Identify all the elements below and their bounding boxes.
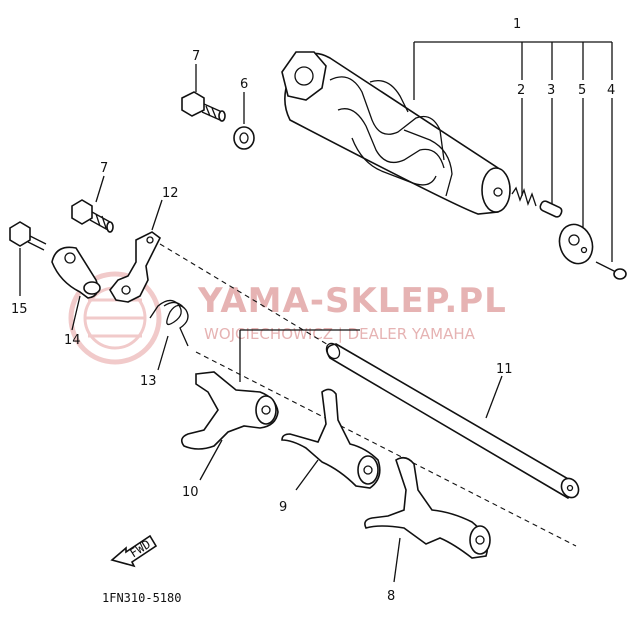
label-part-13: 13	[140, 374, 157, 389]
label-part-14: 14	[64, 333, 81, 348]
label-part-11: 11	[496, 362, 513, 377]
shift-fork-part-10	[180, 329, 360, 481]
label-part-2: 2	[517, 83, 525, 98]
label-part-7-top: 7	[192, 49, 200, 64]
label-part-10: 10	[182, 485, 199, 500]
detent-spring	[511, 186, 537, 207]
label-part-9: 9	[279, 500, 287, 515]
fwd-arrow-icon: FWD	[110, 534, 158, 568]
watermark: YAMA-SKLEP.PL WOJCIECHOWICZ | DEALER YAM…	[68, 271, 507, 365]
torsion-spring-part-13	[149, 299, 189, 371]
label-part-1: 1	[513, 17, 521, 32]
watermark-brand: YAMA-SKLEP.PL	[197, 281, 507, 321]
shift-fork-part-9	[281, 388, 381, 491]
label-part-8: 8	[387, 589, 395, 604]
label-part-15: 15	[11, 302, 28, 317]
bracket-part-1	[413, 41, 613, 100]
bolt-part-7-left	[71, 175, 114, 233]
guide-bar-part-11	[325, 342, 580, 499]
label-part-12: 12	[162, 186, 179, 201]
bolt-part-15	[9, 221, 47, 296]
label-part-3: 3	[547, 83, 555, 98]
screw-part-4	[595, 261, 627, 280]
diagram-code: 1FN310-5180	[102, 591, 181, 605]
watermark-tagline: WOJCIECHOWICZ | DEALER YAMAHA	[204, 325, 476, 343]
shift-fork-part-8	[364, 456, 491, 583]
label-part-5: 5	[578, 83, 586, 98]
label-part-7-left: 7	[100, 161, 108, 176]
washer-part-6	[233, 92, 255, 150]
label-part-4: 4	[607, 83, 615, 98]
shift-lever-part-12	[109, 199, 331, 347]
label-part-6: 6	[240, 77, 248, 92]
segment-plate	[558, 223, 594, 265]
detent-pin	[539, 200, 563, 218]
shift-drum	[281, 51, 511, 215]
stopper-lever-part-14	[51, 246, 101, 331]
bolt-part-7-top	[181, 64, 226, 122]
